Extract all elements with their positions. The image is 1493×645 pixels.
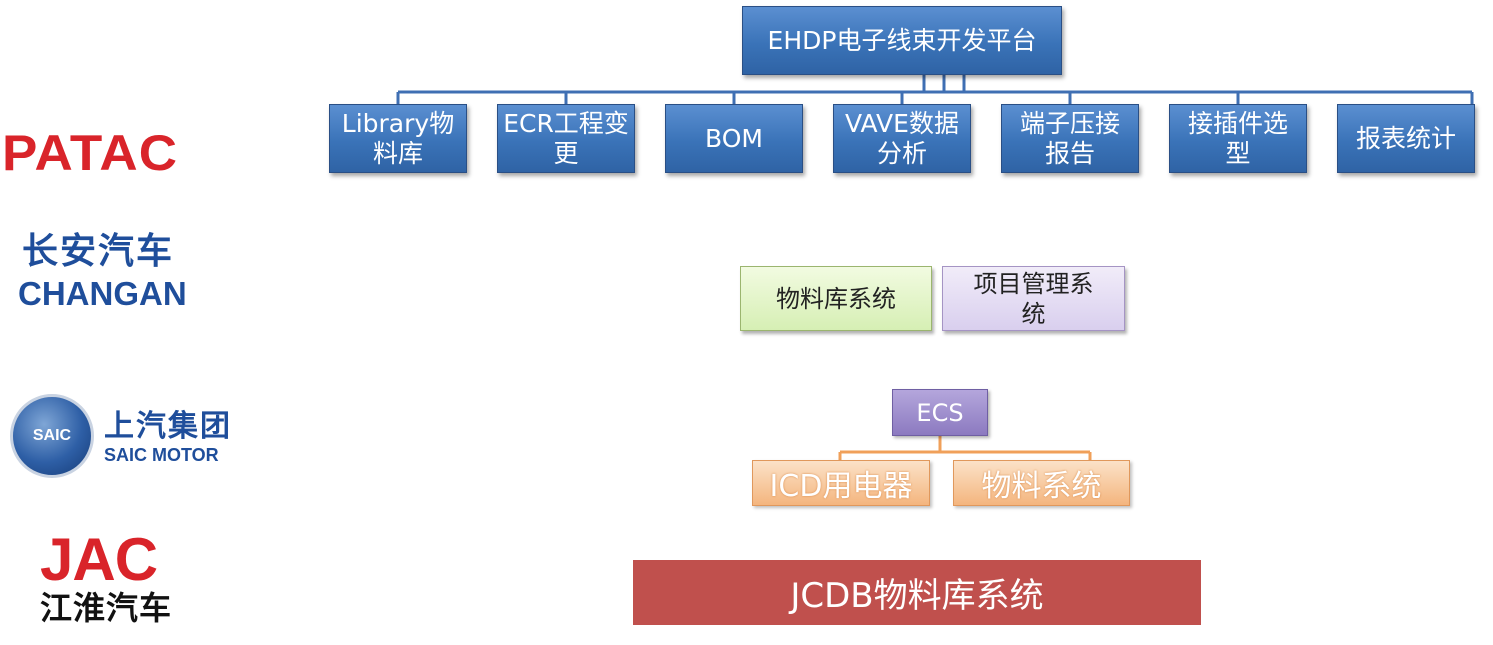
ecs-child-label: 物料系统 — [981, 469, 1102, 504]
ehdp-child-line: Library物 — [341, 108, 455, 138]
changan-project-line: 统 — [1021, 299, 1046, 328]
ehdp-child-terminal: 端子压接报告 — [1001, 104, 1139, 173]
ehdp-child-line: 接插件选 — [1187, 108, 1288, 138]
saic-logo-chinese: 上汽集团 — [104, 409, 232, 444]
ehdp-child-line: VAVE数据 — [845, 108, 959, 138]
changan-project-line: 项目管理系 — [973, 269, 1094, 298]
changan-logo-english: CHANGAN — [18, 275, 187, 312]
saic-seal-text: SAIC — [32, 427, 72, 444]
jac-jcdb-system: JCDB物料库系统 — [633, 560, 1201, 625]
ecs-child-label: ICD用电器 — [769, 469, 913, 504]
ehdp-child-bom: BOM — [665, 104, 803, 173]
ehdp-child-line: 报告 — [1044, 138, 1095, 168]
ehdp-child-line: 更 — [553, 138, 579, 168]
ehdp-child-report: 报表统计 — [1337, 104, 1475, 173]
jac-jcdb-label: JCDB物料库系统 — [790, 576, 1044, 616]
ehdp-child-line: 端子压接 — [1019, 108, 1120, 138]
ehdp-child-line: BOM — [705, 123, 763, 153]
changan-material-label: 物料库系统 — [776, 284, 896, 313]
ecs-root-node: ECS — [892, 389, 988, 436]
ehdp-child-line: 料库 — [372, 138, 423, 168]
patac-logo: PATAC — [2, 125, 179, 181]
jac-logo-chinese: 江淮汽车 — [40, 589, 173, 627]
ehdp-root-label: EHDP电子线束开发平台 — [767, 25, 1037, 55]
changan-project-system: 项目管理系统 — [942, 266, 1125, 331]
ehdp-child-connector: 接插件选型 — [1169, 104, 1307, 173]
ehdp-child-ecr: ECR工程变更 — [497, 104, 635, 173]
ehdp-child-line: 分析 — [876, 138, 927, 168]
changan-logo-chinese: 长安汽车 — [22, 231, 175, 272]
ecs-root-label: ECS — [916, 398, 964, 427]
ehdp-child-library: Library物料库 — [329, 104, 467, 173]
jac-logo-english: JAC — [40, 526, 158, 593]
ehdp-root-node: EHDP电子线束开发平台 — [742, 6, 1062, 75]
ecs-child-icd: ICD用电器 — [752, 460, 930, 506]
changan-material-system: 物料库系统 — [740, 266, 932, 331]
ehdp-child-line: ECR工程变 — [503, 108, 629, 138]
ehdp-child-line: 型 — [1225, 138, 1251, 168]
ehdp-child-line: 报表统计 — [1355, 123, 1456, 153]
saic-seal-icon: SAIC — [10, 394, 94, 478]
ehdp-child-vave: VAVE数据分析 — [833, 104, 971, 173]
saic-logo-english: SAIC MOTOR — [104, 445, 219, 465]
ecs-child-material: 物料系统 — [953, 460, 1130, 506]
